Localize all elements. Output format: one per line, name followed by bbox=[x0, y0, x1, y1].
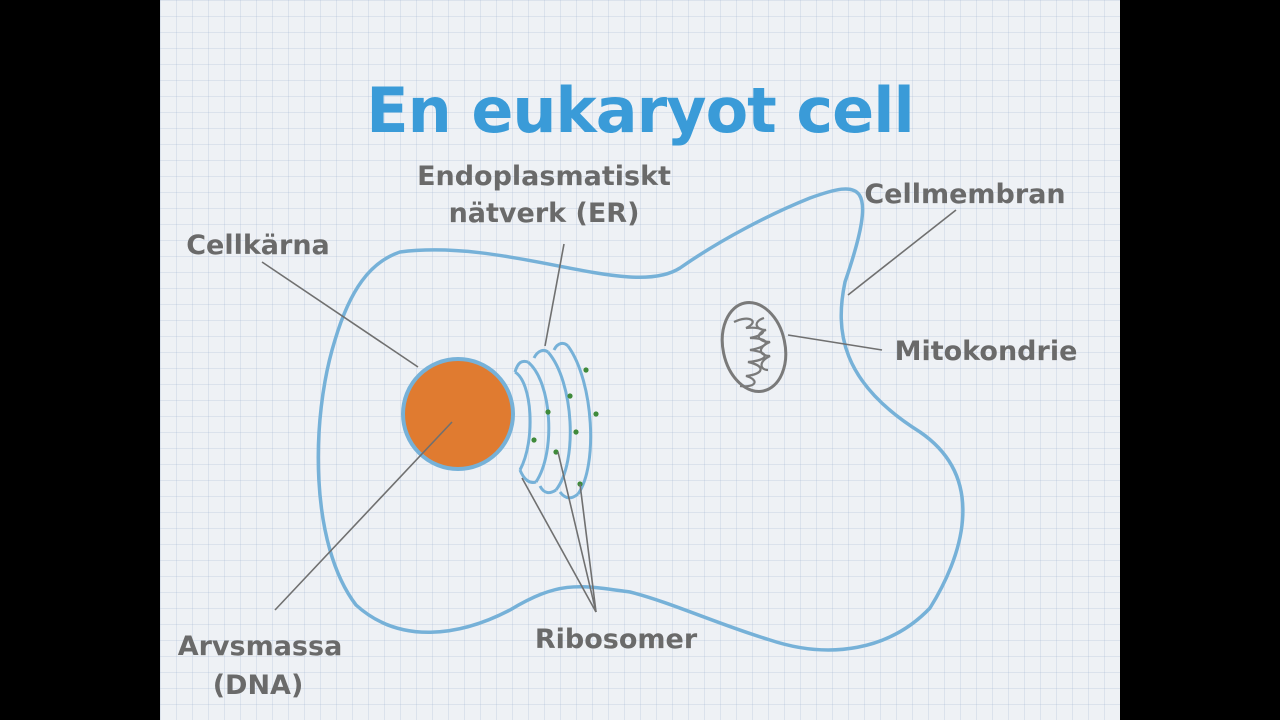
er-fold-cap bbox=[532, 348, 549, 359]
nucleus bbox=[401, 357, 515, 471]
leader-line-cellkarna bbox=[261, 261, 419, 368]
label-arvsmassa-line2: (DNA) bbox=[213, 670, 304, 701]
label-arvsmassa-line1: Arvsmassa bbox=[178, 631, 343, 662]
er-fold-cap bbox=[513, 359, 529, 373]
ribosomes bbox=[531, 367, 599, 487]
ribosome-dot bbox=[553, 449, 559, 455]
cell-diagram: En eukaryot cell bbox=[178, 74, 1078, 701]
label-cellkarna: Cellkärna bbox=[186, 230, 330, 261]
cell-membrane-outline bbox=[316, 187, 965, 652]
leader-line-arvsmassa bbox=[274, 421, 453, 611]
label-mitokondrie: Mitokondrie bbox=[895, 336, 1078, 367]
er-fold-cap bbox=[538, 485, 557, 495]
ribosome-dot bbox=[593, 411, 599, 417]
diagram-title: En eukaryot cell bbox=[366, 74, 913, 147]
label-er-line2: nätverk (ER) bbox=[449, 198, 640, 229]
er-fold bbox=[526, 360, 551, 483]
leader-lines bbox=[261, 209, 957, 613]
er-fold-cap bbox=[552, 341, 570, 351]
label-er-line1: Endoplasmatiskt bbox=[417, 161, 671, 192]
ribosome-dot bbox=[531, 437, 537, 443]
leader-line-cellmembran bbox=[847, 209, 957, 296]
er-fold-cap bbox=[518, 469, 537, 484]
ribosome-dot bbox=[583, 367, 589, 373]
mitochondrion bbox=[720, 301, 788, 393]
leader-line-ribosomer bbox=[579, 483, 597, 613]
ribosome-dot bbox=[545, 409, 551, 415]
label-ribosomer: Ribosomer bbox=[535, 624, 698, 655]
leader-line-mitokondrie bbox=[787, 334, 883, 351]
leader-line-er bbox=[544, 243, 565, 347]
ribosome-dot bbox=[567, 393, 573, 399]
leader-line-ribosomer bbox=[557, 451, 597, 613]
mitochondrion-cristae bbox=[755, 316, 771, 372]
mitochondrion-outer-membrane bbox=[720, 301, 788, 393]
er-fold bbox=[514, 370, 532, 471]
er-fold bbox=[566, 345, 593, 495]
mitochondrion-cristae bbox=[733, 317, 767, 388]
ribosome-dot bbox=[573, 429, 579, 435]
er-fold bbox=[546, 351, 572, 491]
label-cellmembran: Cellmembran bbox=[864, 179, 1065, 210]
leader-line-ribosomer bbox=[521, 477, 597, 613]
endoplasmic-reticulum bbox=[513, 341, 593, 500]
slide-canvas: En eukaryot cell bbox=[160, 0, 1120, 720]
